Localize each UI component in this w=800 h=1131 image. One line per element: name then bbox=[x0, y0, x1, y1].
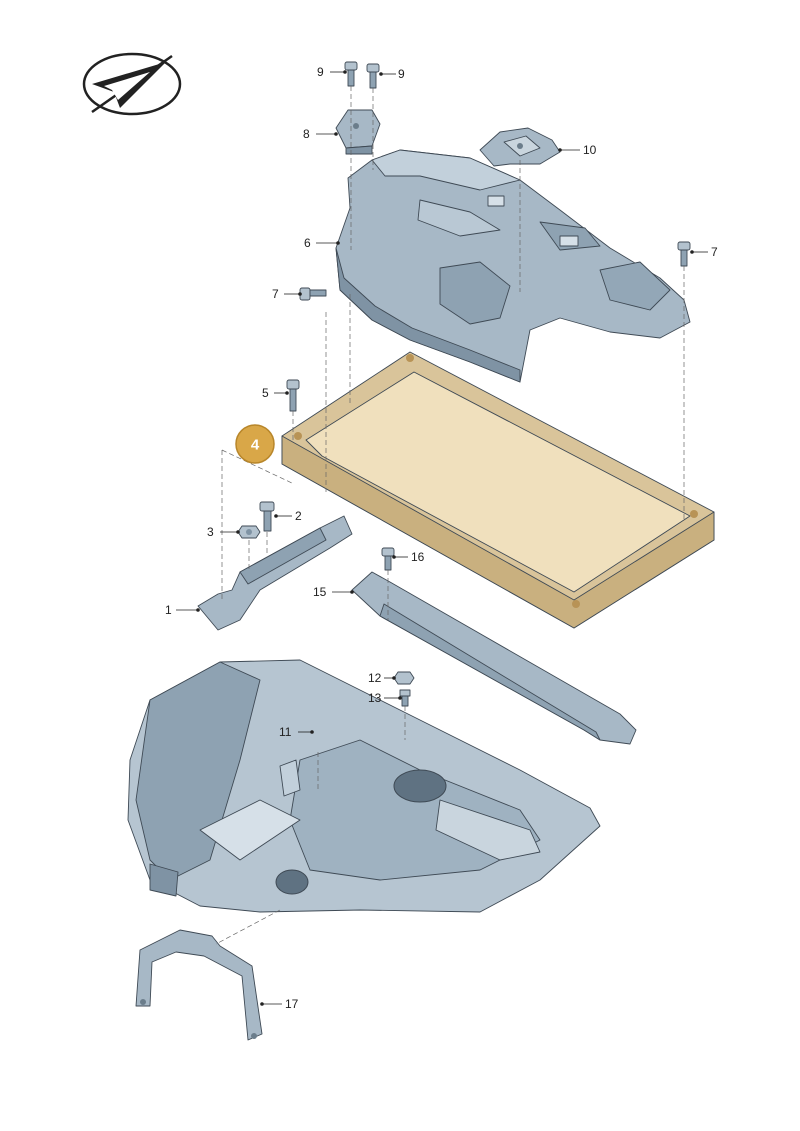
callout-9a-label: 9 bbox=[317, 65, 324, 79]
callout-15-label: 15 bbox=[313, 585, 327, 599]
callout-5-label: 5 bbox=[262, 386, 269, 400]
part-8-bracket[interactable] bbox=[335, 109, 381, 155]
callout-11-label: 11 bbox=[279, 725, 292, 739]
assembly-lines bbox=[215, 86, 685, 945]
leader-lines bbox=[176, 70, 708, 1006]
direction-arrow-logo-icon bbox=[82, 52, 182, 116]
callout-6-label: 6 bbox=[304, 236, 311, 250]
callout-badge-4[interactable]: 4 bbox=[235, 424, 275, 464]
part-17-bracket[interactable] bbox=[135, 929, 263, 1041]
part-1-bracket[interactable] bbox=[197, 515, 353, 631]
callout-7b-label: 7 bbox=[272, 287, 279, 301]
nut-3[interactable] bbox=[237, 525, 261, 539]
callout-17-label: 17 bbox=[285, 997, 299, 1011]
vehicle-body-floor bbox=[127, 659, 601, 913]
callout-10-label: 10 bbox=[583, 143, 597, 157]
bolt-7b[interactable] bbox=[299, 287, 327, 301]
part-15-rail[interactable] bbox=[351, 571, 637, 745]
callout-12-label: 12 bbox=[368, 671, 382, 685]
bolt-9b[interactable] bbox=[366, 63, 380, 89]
callout-7a-label: 7 bbox=[711, 245, 718, 259]
callout-3-label: 3 bbox=[207, 525, 214, 539]
bolt-2[interactable] bbox=[259, 501, 275, 532]
bolt-16[interactable] bbox=[381, 547, 395, 571]
callout-16-label: 16 bbox=[411, 550, 425, 564]
part-4-frame[interactable] bbox=[281, 351, 715, 629]
part-6-cover-panel[interactable] bbox=[335, 149, 691, 383]
callout-labels: 9 9 8 10 6 7 7 5 2 3 1 16 15 12 13 11 17 bbox=[165, 65, 718, 1011]
bolt-9a[interactable] bbox=[344, 61, 358, 87]
callout-8-label: 8 bbox=[303, 127, 310, 141]
nut-12[interactable] bbox=[393, 671, 415, 685]
callout-9b-label: 9 bbox=[398, 67, 405, 81]
bolt-5[interactable] bbox=[286, 379, 300, 412]
callout-2-label: 2 bbox=[295, 509, 302, 523]
bolt-7a[interactable] bbox=[677, 241, 691, 267]
callout-1-label: 1 bbox=[165, 603, 172, 617]
part-10-bracket[interactable] bbox=[479, 127, 561, 167]
callout-4-label: 4 bbox=[251, 437, 260, 454]
callout-13-label: 13 bbox=[368, 691, 382, 705]
